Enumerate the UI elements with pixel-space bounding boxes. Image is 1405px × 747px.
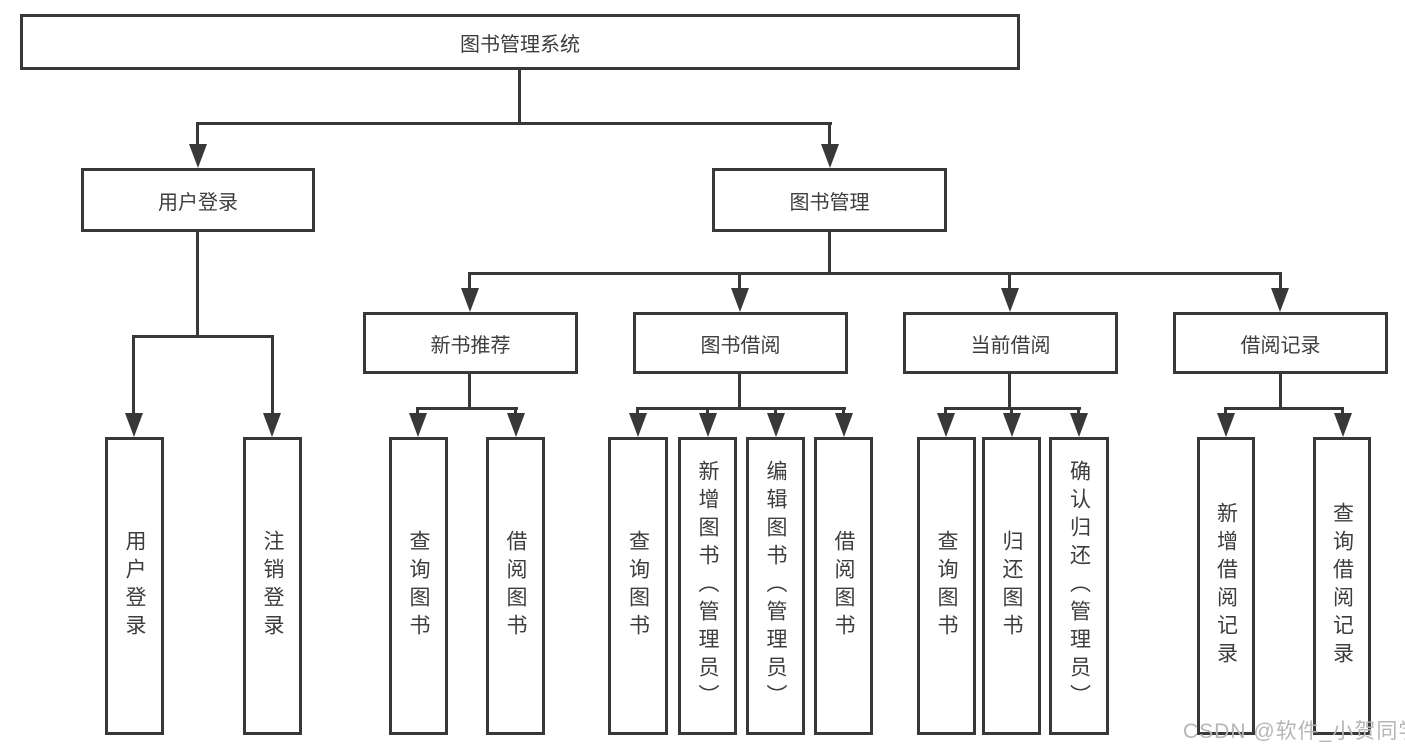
arrow-down-icon — [821, 144, 839, 168]
connector-line — [468, 272, 471, 292]
node-label: 归还图书 — [1000, 530, 1023, 642]
arrow-down-icon — [835, 413, 853, 437]
arrow-down-icon — [767, 413, 785, 437]
node-label: 编辑图书（管理员） — [764, 460, 787, 712]
node-borrowing-records: 借阅记录 — [1173, 312, 1388, 374]
node-book-management-branch: 图书管理 — [712, 168, 947, 232]
connector-line — [1008, 272, 1011, 292]
connector-line — [1224, 407, 1344, 410]
connector-line — [828, 232, 831, 275]
node-label: 图书管理系统 — [460, 33, 580, 56]
node-label: 借阅记录 — [1240, 334, 1321, 357]
connector-line — [468, 374, 471, 410]
node-label: 查询图书 — [407, 530, 430, 642]
connector-line — [132, 335, 274, 338]
arrow-down-icon — [731, 288, 749, 312]
node-label: 借阅图书 — [832, 530, 855, 642]
node-label: 借阅图书 — [504, 530, 527, 642]
arrow-down-icon — [1271, 288, 1289, 312]
connector-line — [416, 407, 518, 410]
connector-line — [132, 335, 135, 417]
arrow-down-icon — [409, 413, 427, 437]
leaf-query-borrow-records: 查询借阅记录 — [1313, 437, 1371, 735]
connector-line — [196, 122, 199, 150]
node-label: 图书管理 — [789, 191, 870, 214]
node-label: 用户登录 — [123, 530, 146, 642]
leaf-add-books-admin: 新增图书（管理员） — [678, 437, 737, 735]
arrow-down-icon — [189, 144, 207, 168]
leaf-confirm-return-admin: 确认归还（管理员） — [1049, 437, 1109, 735]
node-label: 图书借阅 — [700, 334, 781, 357]
leaf-logout: 注销登录 — [243, 437, 302, 735]
node-label: 新书推荐 — [430, 334, 511, 357]
node-label: 查询图书 — [626, 530, 650, 642]
leaf-borrow-books: 借阅图书 — [814, 437, 873, 735]
node-new-book-recommendation: 新书推荐 — [363, 312, 578, 374]
connector-line — [196, 122, 832, 125]
leaf-add-borrow-record: 新增借阅记录 — [1197, 437, 1255, 735]
arrow-down-icon — [461, 288, 479, 312]
node-label: 用户登录 — [158, 191, 238, 214]
arrow-down-icon — [1003, 413, 1021, 437]
node-label: 当前借阅 — [970, 334, 1051, 357]
csdn-watermark: CSDN @软件_小贺同学 — [1183, 720, 1405, 743]
leaf-user-login: 用户登录 — [105, 437, 164, 735]
connector-line — [828, 122, 831, 150]
leaf-query-books-current: 查询图书 — [917, 437, 976, 735]
node-label: 新增图书（管理员） — [696, 460, 719, 712]
leaf-borrow-books-recommend: 借阅图书 — [486, 437, 545, 735]
leaf-query-books-recommend: 查询图书 — [389, 437, 448, 735]
connector-line — [1279, 374, 1282, 410]
arrow-down-icon — [699, 413, 717, 437]
connector-line — [1008, 374, 1011, 410]
leaf-return-books: 归还图书 — [982, 437, 1041, 735]
arrow-down-icon — [1334, 413, 1352, 437]
connector-line — [196, 232, 199, 338]
arrow-down-icon — [263, 413, 281, 437]
node-label: 查询图书 — [935, 530, 958, 642]
node-label: 注销登录 — [261, 530, 284, 642]
node-current-borrowing: 当前借阅 — [903, 312, 1118, 374]
arrow-down-icon — [507, 413, 525, 437]
arrow-down-icon — [629, 413, 647, 437]
connector-line — [1279, 272, 1282, 292]
arrow-down-icon — [125, 413, 143, 437]
leaf-query-books-borrowing: 查询图书 — [608, 437, 668, 735]
arrow-down-icon — [1070, 413, 1088, 437]
connector-line — [738, 374, 741, 410]
node-label: 新增借阅记录 — [1214, 502, 1238, 670]
node-library-management-system: 图书管理系统 — [20, 14, 1020, 70]
node-label: 查询借阅记录 — [1330, 502, 1354, 670]
arrow-down-icon — [937, 413, 955, 437]
connector-line — [518, 70, 521, 124]
connector-line — [636, 407, 846, 410]
connector-line — [738, 272, 741, 292]
arrow-down-icon — [1001, 288, 1019, 312]
node-book-borrowing: 图书借阅 — [633, 312, 848, 374]
arrow-down-icon — [1217, 413, 1235, 437]
node-user-login-branch: 用户登录 — [81, 168, 315, 232]
connector-line — [271, 335, 274, 417]
leaf-edit-books-admin: 编辑图书（管理员） — [746, 437, 805, 735]
node-label: 确认归还（管理员） — [1067, 460, 1091, 712]
connector-line — [468, 272, 1282, 275]
